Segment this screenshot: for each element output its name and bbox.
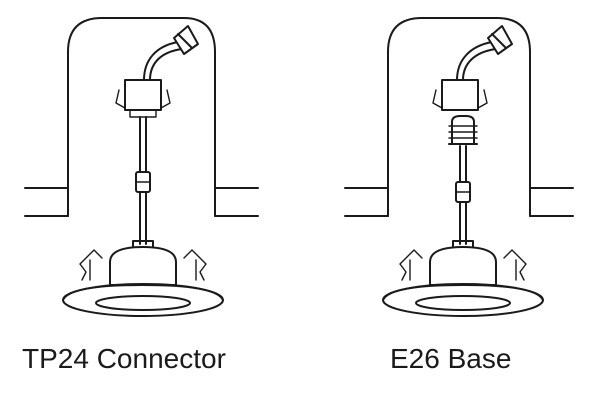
e26-socket-icon <box>432 79 488 111</box>
tp24-figure <box>24 17 259 317</box>
housing-wire-icon <box>456 41 497 81</box>
fixture-wire-icon <box>139 116 147 245</box>
downlight-fixture-icon <box>382 240 544 317</box>
tp24-caption: TP24 Connector <box>22 343 226 374</box>
housing-socket-icon <box>173 25 199 55</box>
housing-can-icon <box>67 17 216 217</box>
e26-caption: E26 Base <box>390 343 512 374</box>
e26-screw-base-icon <box>448 115 478 145</box>
tp24-connector-icon <box>115 79 171 118</box>
downlight-fixture-icon <box>62 240 224 317</box>
ceiling-line-icon <box>344 187 574 217</box>
housing-wire-icon <box>143 41 183 81</box>
housing-socket-icon <box>487 25 513 55</box>
housing-can-icon <box>387 17 531 217</box>
fixture-wire-icon <box>459 145 467 245</box>
e26-figure <box>344 17 574 317</box>
ceiling-line-icon <box>24 187 259 217</box>
